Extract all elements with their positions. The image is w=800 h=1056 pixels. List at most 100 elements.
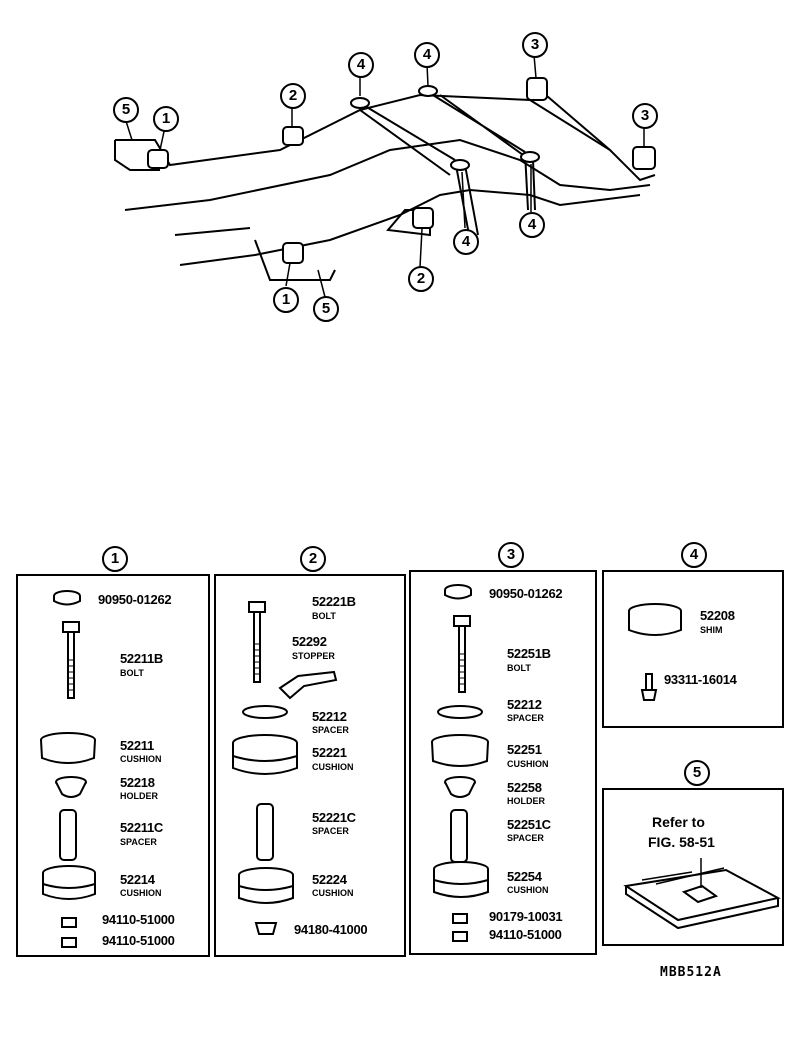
frame-rails — [114, 89, 656, 281]
overview-callout-3-right: 3 — [632, 103, 658, 129]
part-number: 52208 — [700, 608, 735, 623]
part-number: 52211 — [120, 738, 154, 753]
overview-callout-4-a: 4 — [348, 52, 374, 78]
panel-2-number: 2 — [300, 546, 326, 572]
part-name: SHIM — [700, 625, 723, 635]
lower-cushion-icon — [42, 865, 96, 900]
leader-lines — [124, 54, 645, 298]
part-name: STOPPER — [292, 651, 335, 661]
overview-callout-5-front: 5 — [313, 296, 339, 322]
bolt-icon — [62, 621, 80, 699]
spacer-washer-icon — [242, 705, 288, 719]
panel-3: 90950-01262 52251B BOLT 52212 SPACER 522… — [409, 570, 597, 955]
part-name: BOLT — [312, 611, 336, 621]
part-number: 52214 — [120, 872, 155, 887]
part-name: CUSHION — [507, 759, 549, 769]
part-number: 52224 — [312, 872, 347, 887]
lower-cushion-icon — [238, 867, 294, 904]
bolt-icon — [453, 615, 471, 693]
part-number: 52221C — [312, 810, 356, 825]
part-number: 94110-51000 — [489, 927, 562, 942]
part-number: 52254 — [507, 869, 542, 884]
part-number: 52221 — [312, 745, 347, 760]
part-number: 52221B — [312, 594, 356, 609]
overview-callout-4-b: 4 — [414, 42, 440, 68]
overview-callout-1-front: 1 — [273, 287, 299, 313]
panel-1: 90950-01262 52211B BOLT 52211 CUSHION 52… — [16, 574, 210, 957]
part-number: 52211C — [120, 820, 164, 835]
spacer-icon — [59, 809, 77, 861]
stopper-icon — [278, 670, 338, 700]
part-number: 52218 — [120, 775, 155, 790]
panel-3-number: 3 — [498, 542, 524, 568]
overview-callout-5-left: 5 — [113, 97, 139, 123]
part-name: BOLT — [120, 668, 144, 678]
nut-icon — [452, 931, 468, 942]
part-name: SPACER — [312, 725, 349, 735]
part-number: 52211B — [120, 651, 164, 666]
cushion-icon — [40, 732, 96, 764]
panel-1-number: 1 — [102, 546, 128, 572]
overview-callout-3-top: 3 — [522, 32, 548, 58]
part-name: HOLDER — [507, 796, 545, 806]
panel-5: Refer to FIG. 58-51 — [602, 788, 784, 946]
overview-callout-2-rear: 2 — [280, 83, 306, 109]
cap-icon — [444, 584, 472, 600]
part-name: BOLT — [507, 663, 531, 673]
part-number: 52212 — [312, 709, 347, 724]
diagram-code: MBB512A — [660, 965, 722, 980]
spacer-icon — [450, 809, 468, 863]
part-number: 90950-01262 — [489, 586, 563, 601]
part-number: 93311-16014 — [664, 672, 737, 687]
overview-callout-1-left: 1 — [153, 106, 179, 132]
panel-4: 52208 SHIM 93311-16014 — [602, 570, 784, 728]
holder-icon — [55, 776, 87, 798]
part-number: 94110-51000 — [102, 912, 175, 927]
part-name: SPACER — [312, 826, 349, 836]
nut-icon — [61, 917, 77, 928]
reference-figure: FIG. 58-51 — [648, 834, 715, 850]
mount-cushions — [147, 77, 656, 264]
cap-icon — [53, 590, 81, 606]
part-name: CUSHION — [312, 762, 354, 772]
frame-plate-icon — [623, 858, 781, 930]
part-number: 52251 — [507, 742, 542, 757]
nut-icon — [254, 922, 278, 935]
bolt-icon — [248, 601, 266, 683]
part-name: HOLDER — [120, 791, 158, 801]
holder-icon — [444, 776, 476, 798]
part-name: CUSHION — [312, 888, 354, 898]
spacer-washer-icon — [437, 705, 483, 719]
part-number: 52251B — [507, 646, 551, 661]
spacer-icon — [256, 803, 274, 861]
panel-2: 52221B BOLT 52292 STOPPER 52212 SPACER 5… — [214, 574, 406, 957]
reference-text: Refer to — [652, 814, 705, 830]
part-name: SPACER — [507, 713, 544, 723]
part-name: SPACER — [120, 837, 157, 847]
part-number: 52258 — [507, 780, 542, 795]
panel-5-number: 5 — [684, 760, 710, 786]
cushion-icon — [431, 734, 489, 767]
part-number: 52292 — [292, 634, 327, 649]
lower-cushion-icon — [433, 861, 489, 898]
overview-callout-2-front: 2 — [408, 266, 434, 292]
cushion-icon — [232, 734, 298, 775]
part-number: 94110-51000 — [102, 933, 175, 948]
overview-callout-4-c: 4 — [519, 212, 545, 238]
panel-4-number: 4 — [681, 542, 707, 568]
part-name: CUSHION — [120, 888, 162, 898]
part-number: 90179-10031 — [489, 909, 563, 924]
part-number: 90950-01262 — [98, 592, 172, 607]
part-name: CUSHION — [507, 885, 549, 895]
part-name: SPACER — [507, 833, 544, 843]
part-number: 52251C — [507, 817, 551, 832]
frame-overview-diagram — [114, 54, 656, 298]
shim-icon — [628, 603, 682, 636]
part-number: 52212 — [507, 697, 542, 712]
nut-icon — [452, 913, 468, 924]
nut-icon — [61, 937, 77, 948]
screw-icon — [640, 673, 658, 701]
part-name: CUSHION — [120, 754, 162, 764]
part-number: 94180-41000 — [294, 922, 368, 937]
overview-callout-4-d: 4 — [453, 229, 479, 255]
